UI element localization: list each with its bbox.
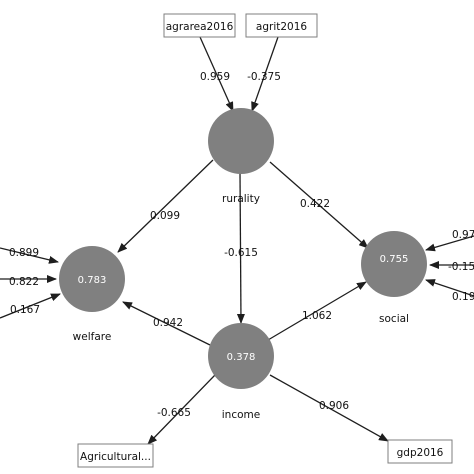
construct-social-value: 0.755: [380, 254, 409, 265]
coef-income-welfare: 0.942: [153, 317, 183, 329]
edge-agrarea-rurality: [199, 36, 234, 112]
construct-social-label: social: [379, 313, 409, 325]
edge-rurality-income: [236, 171, 245, 324]
loading-welfare-1: 0.899: [9, 247, 39, 259]
loading-welfare-3: 0.167: [10, 304, 40, 316]
edge-income-welfare: [122, 301, 211, 346]
edge-social-indicator-3: [425, 279, 474, 297]
loading-social-3: 0.190: [452, 291, 474, 303]
edge-income-social: [267, 281, 367, 341]
coef-rurality-social: 0.422: [300, 198, 330, 210]
construct-income-label: income: [222, 409, 260, 421]
construct-social[interactable]: 0.755 social: [361, 231, 427, 325]
indicator-agrarea2016-label: agrarea2016: [166, 21, 234, 33]
edge-rurality-social: [269, 161, 369, 249]
loading-agrarea: 0.959: [200, 71, 230, 83]
indicator-agrarea2016[interactable]: agrarea2016: [163, 13, 236, 38]
indicator-agricultural-label: Agricultural...: [80, 451, 151, 463]
edge-welfare-indicator-3: [0, 293, 61, 319]
coef-rurality-income: -0.615: [224, 247, 258, 259]
coef-income-social: 1.062: [302, 310, 332, 322]
construct-welfare-value: 0.783: [78, 275, 107, 286]
indicator-agrit2016[interactable]: agrit2016: [245, 13, 318, 38]
indicator-gdp2016[interactable]: gdp2016: [387, 439, 453, 464]
construct-welfare[interactable]: 0.783 welfare: [59, 246, 125, 343]
construct-income[interactable]: 0.378 income: [208, 323, 274, 421]
construct-rurality-label: rurality: [222, 193, 260, 205]
indicator-agricultural[interactable]: Agricultural...: [77, 443, 154, 468]
loading-social-1: 0.97: [452, 229, 474, 241]
loading-agrit: -0.375: [247, 71, 281, 83]
edge-rurality-welfare: [117, 159, 214, 253]
edge-income-gdp: [269, 374, 389, 442]
indicator-gdp2016-label: gdp2016: [397, 447, 444, 459]
loading-welfare-2: 0.822: [9, 276, 39, 288]
construct-income-value: 0.378: [227, 352, 256, 363]
construct-welfare-label: welfare: [73, 331, 112, 343]
edge-agrit-rurality: [251, 36, 279, 112]
construct-rurality[interactable]: rurality: [208, 108, 274, 205]
loading-social-2: -0.154: [448, 261, 474, 273]
loading-agricultural: -0.665: [157, 407, 191, 419]
edge-income-agricultural: [147, 374, 216, 445]
edge-welfare-indicator-1: [0, 247, 59, 264]
loading-gdp: 0.906: [319, 400, 349, 412]
indicator-agrit2016-label: agrit2016: [256, 21, 307, 33]
edge-social-indicator-1: [425, 235, 474, 252]
coef-rurality-welfare: 0.099: [150, 210, 180, 222]
